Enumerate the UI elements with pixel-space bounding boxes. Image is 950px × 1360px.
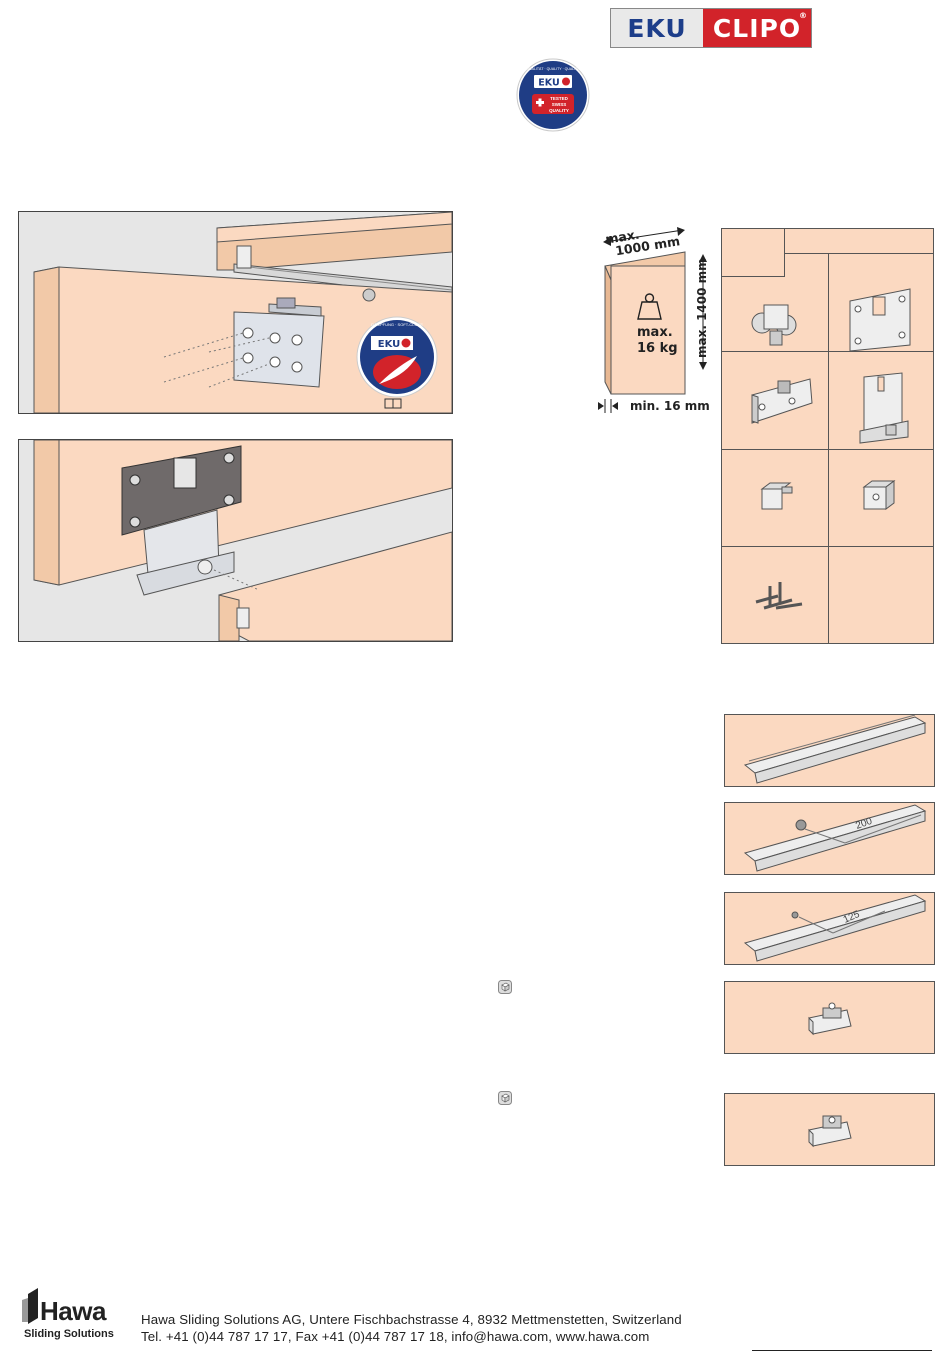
product-box-track	[724, 714, 935, 787]
book-icon	[384, 398, 402, 409]
mounting-plate-icon	[849, 288, 911, 352]
footer-address: Hawa Sliding Solutions AG, Untere Fischb…	[141, 1311, 682, 1345]
top-fitting-drawing: EKU DÄMPFUNG · SOFT-CLOSE	[19, 212, 452, 413]
grid-cell-5	[722, 449, 829, 547]
grid-cell-1	[722, 253, 829, 352]
brand-clipo-text: CLIPO	[712, 13, 802, 43]
brand-clipo: CLIPO ®	[703, 9, 811, 47]
svg-text:SWISS: SWISS	[552, 102, 567, 107]
svg-text:EKU: EKU	[538, 78, 559, 89]
weight-line1: max.	[637, 325, 673, 340]
svg-text:QUALITÄT · QUALITY · QUALITÉ: QUALITÄT · QUALITY · QUALITÉ	[526, 66, 580, 71]
floor-guide-icon	[808, 1002, 852, 1036]
weight-label: max. 16 kg	[637, 325, 678, 357]
grid-cell-2	[828, 253, 933, 352]
bottom-guide-bracket-icon	[859, 372, 909, 444]
angle-bracket-icon	[751, 378, 813, 424]
track-drilled-125-icon: 125	[743, 894, 927, 962]
installation-illustration-top: EKU DÄMPFUNG · SOFT-CLOSE	[18, 211, 453, 414]
brand-eku: EKU	[611, 9, 703, 47]
grid-cell-8	[828, 546, 933, 643]
registered-mark: ®	[799, 11, 808, 20]
eku-clipo-logo: EKU CLIPO ®	[610, 8, 812, 48]
hawa-logo-sub: Sliding Solutions	[24, 1328, 114, 1340]
kit-contents-grid	[721, 228, 934, 644]
product-box-track-200: 200	[724, 802, 935, 875]
footer-rule	[752, 1350, 932, 1351]
height-label: max. 1400 mm	[695, 258, 709, 358]
weight-icon	[637, 293, 662, 320]
screws-icon	[755, 582, 803, 610]
hawa-logo: Hawa Sliding Solutions	[22, 1282, 122, 1346]
svg-text:DÄMPFUNG · SOFT-CLOSE: DÄMPFUNG · SOFT-CLOSE	[371, 322, 423, 327]
swiss-quality-seal-icon: EKU TESTED SWISS QUALITY QUALITÄT · QUAL…	[516, 58, 590, 132]
floor-guide-icon	[808, 1115, 852, 1148]
cube-icon	[498, 980, 512, 994]
product-box-floor-guide-1	[724, 981, 935, 1054]
product-box-floor-guide-2	[724, 1093, 935, 1166]
track-drilled-200-icon: 200	[743, 804, 927, 872]
grid-cell-6	[828, 449, 933, 547]
guide-bracket-icon	[136, 509, 235, 596]
hawa-mark-icon	[22, 1288, 38, 1324]
svg-text:EKU: EKU	[378, 339, 401, 350]
hawa-logo-name: Hawa	[40, 1296, 106, 1326]
cube-icon	[498, 1091, 512, 1105]
svg-text:TESTED: TESTED	[550, 96, 569, 101]
footer-contact-line: Tel. +41 (0)44 787 17 17, Fax +41 (0)44 …	[141, 1329, 650, 1344]
track-icon	[743, 714, 927, 784]
svg-text:QUALITY: QUALITY	[549, 108, 569, 113]
grid-cell-7	[722, 546, 829, 643]
soft-close-seal-icon: EKU DÄMPFUNG · SOFT-CLOSE	[356, 316, 438, 398]
dark-mounting-plate-icon	[121, 445, 242, 536]
weight-line2: 16 kg	[637, 341, 678, 356]
grid-cell-3	[722, 351, 829, 450]
installation-illustration-bottom	[18, 439, 453, 642]
guide-block-icon	[862, 480, 896, 510]
product-box-track-125: 125	[724, 892, 935, 965]
footer-address-line: Hawa Sliding Solutions AG, Untere Fischb…	[141, 1312, 682, 1327]
bottom-fitting-drawing	[19, 440, 452, 641]
grid-header-right	[784, 229, 933, 254]
stopper-icon	[760, 482, 793, 510]
angle-plate-icon	[233, 297, 325, 388]
thickness-label: min. 16 mm	[630, 399, 710, 413]
door-dimensions-diagram	[598, 227, 707, 413]
grid-cell-4	[828, 351, 933, 450]
roller-carriage-icon	[751, 304, 797, 346]
